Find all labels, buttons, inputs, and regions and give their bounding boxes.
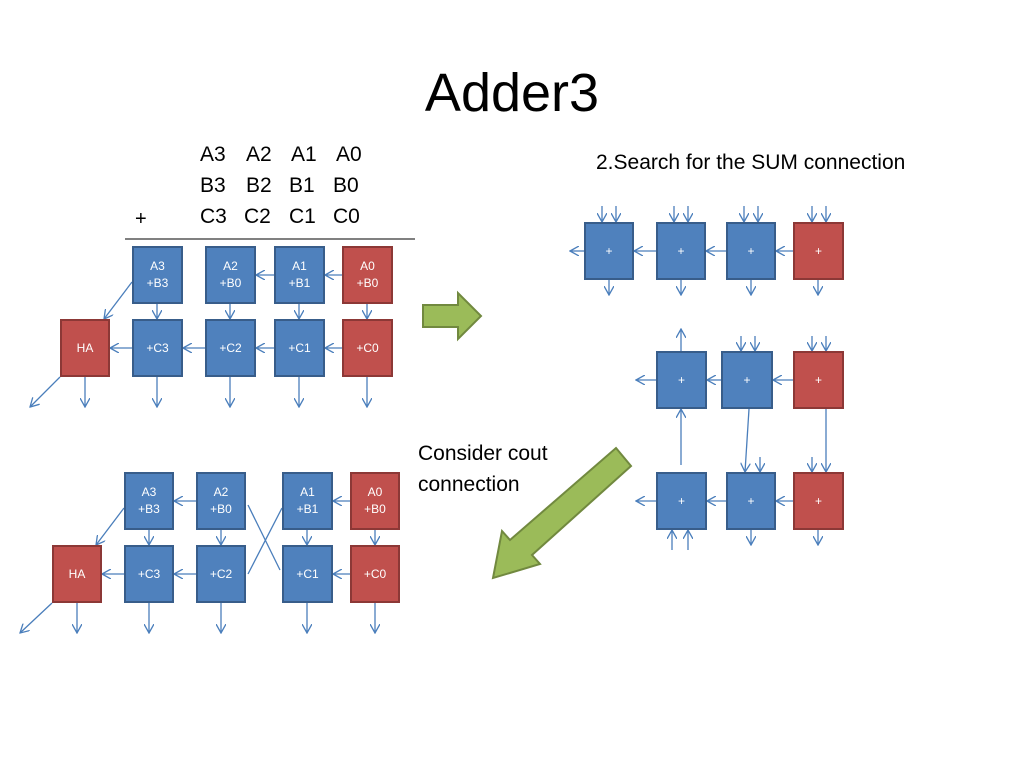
plus-sign: + bbox=[135, 208, 147, 230]
bottom-a2-b0-block: A2+B0 bbox=[196, 472, 246, 530]
block-label: A2 bbox=[223, 259, 238, 273]
operand-a2: A2 bbox=[246, 143, 272, 166]
block-label: +B0 bbox=[210, 502, 232, 516]
grid-adder-r2-c2: + bbox=[726, 472, 776, 530]
block-label: A0 bbox=[367, 485, 383, 499]
operand-row-c: C3 C2 C1 C0 bbox=[200, 205, 380, 231]
bottom-c0-block: +C0 bbox=[350, 545, 400, 603]
operand-row-b: B3 B2 B1 B0 bbox=[200, 174, 380, 200]
sum-adder-1: + bbox=[726, 222, 776, 280]
top-c1-block: +C1 bbox=[274, 319, 325, 377]
top-c0-block: +C0 bbox=[342, 319, 393, 377]
block-label: A1 bbox=[292, 259, 307, 273]
sum-adder-0: + bbox=[793, 222, 844, 280]
cout-caption-line2: connection bbox=[418, 473, 520, 496]
operand-c3: C3 bbox=[200, 205, 227, 228]
operand-c0: C0 bbox=[333, 205, 360, 228]
bottom-c1-block: +C1 bbox=[282, 545, 333, 603]
bottom-a1-b1-block: A1+B1 bbox=[282, 472, 333, 530]
cout-caption-line1: Consider cout bbox=[418, 442, 548, 465]
operand-c2: C2 bbox=[244, 205, 271, 228]
grid-adder-r2-c3: + bbox=[793, 472, 844, 530]
top-a1-b1-block: A1+B1 bbox=[274, 246, 325, 304]
grid-adder-r1-c1: + bbox=[656, 351, 707, 409]
block-label: +B0 bbox=[356, 276, 379, 290]
grid-adder-r1-c2: + bbox=[721, 351, 773, 409]
grid-adder-r2-c1: + bbox=[656, 472, 707, 530]
operand-b3: B3 bbox=[200, 174, 226, 197]
top-a2-b0-block: A2+B0 bbox=[205, 246, 256, 304]
block-label: A2 bbox=[213, 485, 229, 499]
operand-b0: B0 bbox=[333, 174, 359, 197]
block-label: +B0 bbox=[219, 276, 242, 290]
bottom-c2-block: +C2 bbox=[196, 545, 246, 603]
operand-b2: B2 bbox=[246, 174, 272, 197]
bottom-a3-b3-block: A3+B3 bbox=[124, 472, 174, 530]
top-c3-block: +C3 bbox=[132, 319, 183, 377]
block-label: +B1 bbox=[296, 502, 319, 516]
block-label: +B1 bbox=[288, 276, 311, 290]
top-a0-b0-block: A0+B0 bbox=[342, 246, 393, 304]
sum-adder-2: + bbox=[656, 222, 706, 280]
search-caption: 2.Search for the SUM connection bbox=[596, 151, 906, 174]
bottom-left-links bbox=[20, 501, 375, 633]
top-right-links bbox=[570, 206, 826, 295]
operand-c1: C1 bbox=[289, 205, 316, 228]
top-ha-block: HA bbox=[60, 319, 110, 377]
block-label: +B3 bbox=[138, 502, 160, 516]
slide-title: Adder3 bbox=[424, 63, 600, 123]
operand-row-a: A3 A2 A1 A0 bbox=[200, 143, 380, 169]
grid-adder-r1-c3: + bbox=[793, 351, 844, 409]
block-label: A3 bbox=[141, 485, 157, 499]
down-left-arrow-icon bbox=[491, 446, 633, 580]
bottom-c3-block: +C3 bbox=[124, 545, 174, 603]
operand-a1: A1 bbox=[291, 143, 317, 166]
operand-a3: A3 bbox=[200, 143, 226, 166]
bottom-ha-block: HA bbox=[52, 545, 102, 603]
block-label: A1 bbox=[300, 485, 315, 499]
block-label: A3 bbox=[150, 259, 165, 273]
block-label: +B0 bbox=[364, 502, 386, 516]
operand-b1: B1 bbox=[289, 174, 315, 197]
bottom-a0-b0-block: A0+B0 bbox=[350, 472, 400, 530]
sum-adder-3: + bbox=[584, 222, 634, 280]
block-label: A0 bbox=[360, 259, 375, 273]
right-arrow-icon bbox=[422, 290, 483, 342]
operand-a0: A0 bbox=[336, 143, 362, 166]
top-left-links bbox=[30, 238, 415, 407]
block-label: +B3 bbox=[146, 276, 169, 290]
top-c2-block: +C2 bbox=[205, 319, 256, 377]
top-a3-b3-block: A3+B3 bbox=[132, 246, 183, 304]
right-grid-links bbox=[636, 329, 826, 550]
